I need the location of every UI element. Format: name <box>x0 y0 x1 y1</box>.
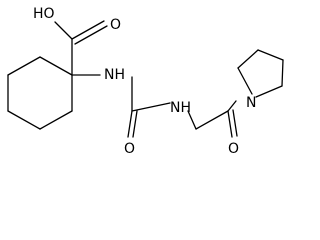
pyrrolidine-ring <box>237 49 284 98</box>
amine-nh-label-2: NH <box>170 100 191 116</box>
urea-linkage <box>71 74 197 138</box>
urea-oxygen-label: O <box>124 141 135 157</box>
cyclohexane-ring <box>7 56 73 130</box>
amine-nh-label-1: NH <box>104 67 125 83</box>
carbonyl-oxygen-label: O <box>110 17 121 33</box>
chemical-structure: HO O NH O NH O N <box>7 6 284 157</box>
pyrrolidine-nitrogen-label: N <box>246 95 256 111</box>
amide-oxygen-label: O <box>228 141 239 157</box>
carboxylic-acid-group <box>54 20 108 76</box>
hydroxyl-label: HO <box>33 6 55 22</box>
amide-linkage <box>195 100 238 138</box>
